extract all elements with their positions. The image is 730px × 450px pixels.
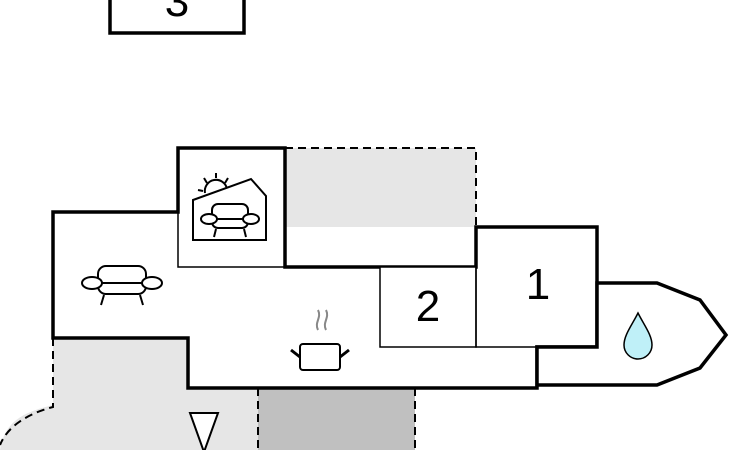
room-1-divider (475, 267, 537, 348)
room-2-label: 2 (415, 282, 441, 331)
room-3-label: 3 (164, 0, 190, 26)
entrance-arrow-icon (188, 412, 220, 450)
sunroom-inner (177, 148, 285, 268)
terrace-bottom-left-border (0, 338, 54, 446)
terrace-top (285, 148, 476, 227)
covered-area (258, 388, 415, 450)
covered-area-border (257, 388, 416, 450)
room-3 (108, 0, 246, 35)
sunroom-sofa-icon (192, 173, 267, 241)
cooking-pot-icon (290, 309, 350, 371)
water-drop-icon (623, 311, 653, 360)
room-1-label: 1 (525, 260, 551, 309)
room-2 (379, 266, 477, 348)
sofa-icon (81, 265, 163, 306)
